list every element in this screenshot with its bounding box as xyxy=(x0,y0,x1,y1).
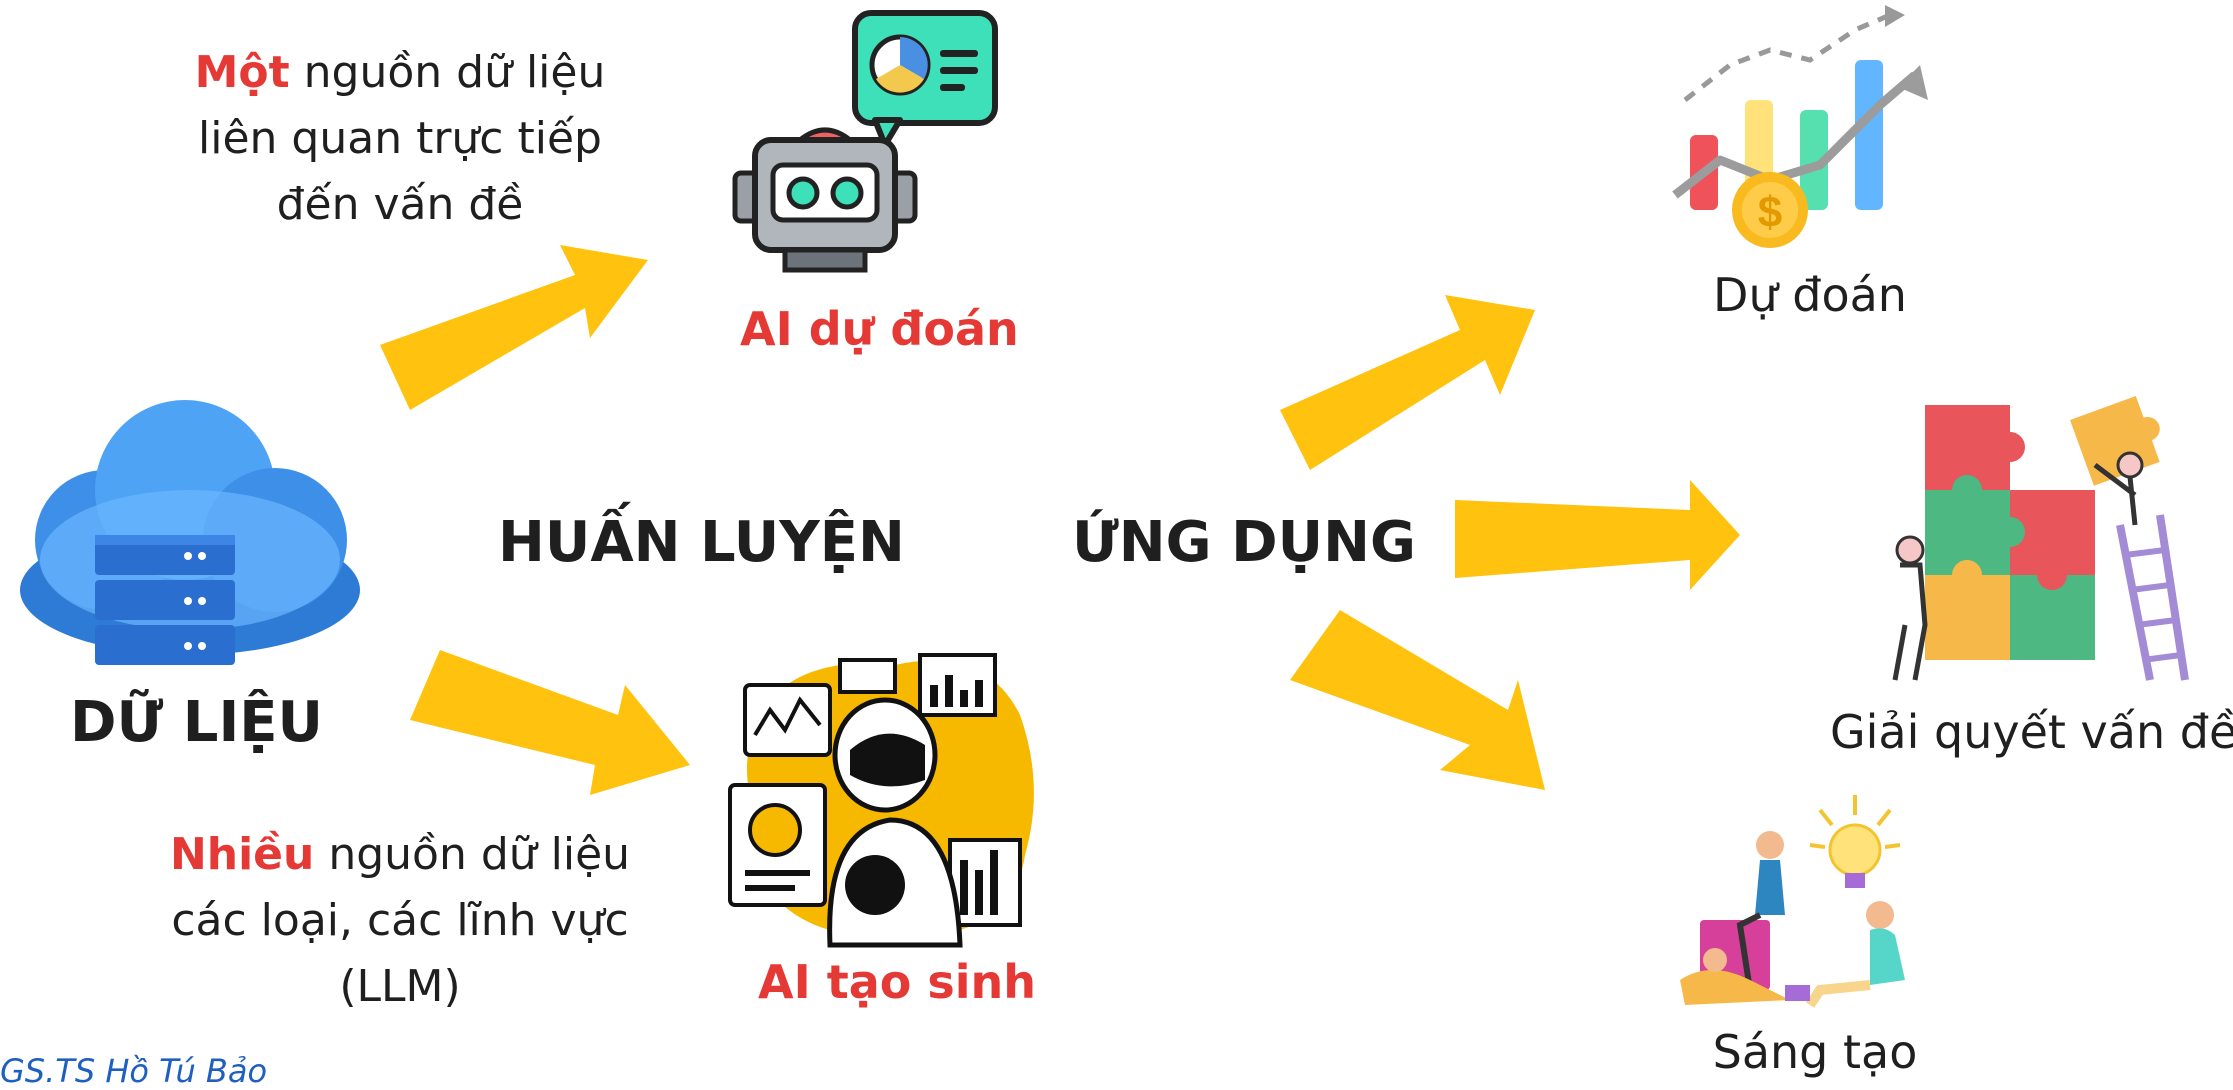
cloud-server-icon xyxy=(20,400,360,665)
application-label: ỨNG DỤNG xyxy=(1072,510,1416,575)
data-source-label: DỮ LIỆU xyxy=(70,690,324,755)
predictive-ai-label: AI dự đoán xyxy=(740,302,1019,356)
generative-desc-line2: các loại, các lĩnh vực xyxy=(171,895,629,946)
predictive-ai-description: Một nguồn dữ liệu liên quan trực tiếp đế… xyxy=(150,40,650,238)
outcome-prediction-label: Dự đoán xyxy=(1713,268,1907,322)
puzzle-team-icon xyxy=(1892,396,2189,681)
predictive-desc-line2: liên quan trực tiếp xyxy=(198,113,602,164)
robot-chat-icon xyxy=(732,10,998,273)
ai-robot-analytics-icon xyxy=(728,653,1034,948)
generative-ai-label: AI tạo sinh xyxy=(758,955,1037,1009)
generative-highlight: Nhiều xyxy=(169,829,315,880)
svg-text:$: $ xyxy=(1758,188,1782,237)
predictive-highlight: Một xyxy=(194,47,290,98)
generative-desc-line3: (LLM) xyxy=(339,961,461,1012)
outcome-problem-solving-label: Giải quyết vấn đề xyxy=(1830,705,2233,759)
growth-chart-icon: $ xyxy=(1672,5,1928,248)
training-label: HUẤN LUYỆN xyxy=(498,510,905,575)
outcome-creativity-label: Sáng tạo xyxy=(1712,1025,1918,1079)
idea-bulb-team-icon xyxy=(1680,795,1905,1008)
predictive-desc-line3: đến vấn đề xyxy=(276,179,524,230)
predictive-desc-line1: nguồn dữ liệu xyxy=(289,47,606,98)
generative-ai-description: Nhiều nguồn dữ liệu các loại, các lĩnh v… xyxy=(140,822,660,1020)
generative-desc-line1: nguồn dữ liệu xyxy=(314,829,631,880)
author-credit: GS.TS Hồ Tú Bảo xyxy=(0,1052,268,1090)
